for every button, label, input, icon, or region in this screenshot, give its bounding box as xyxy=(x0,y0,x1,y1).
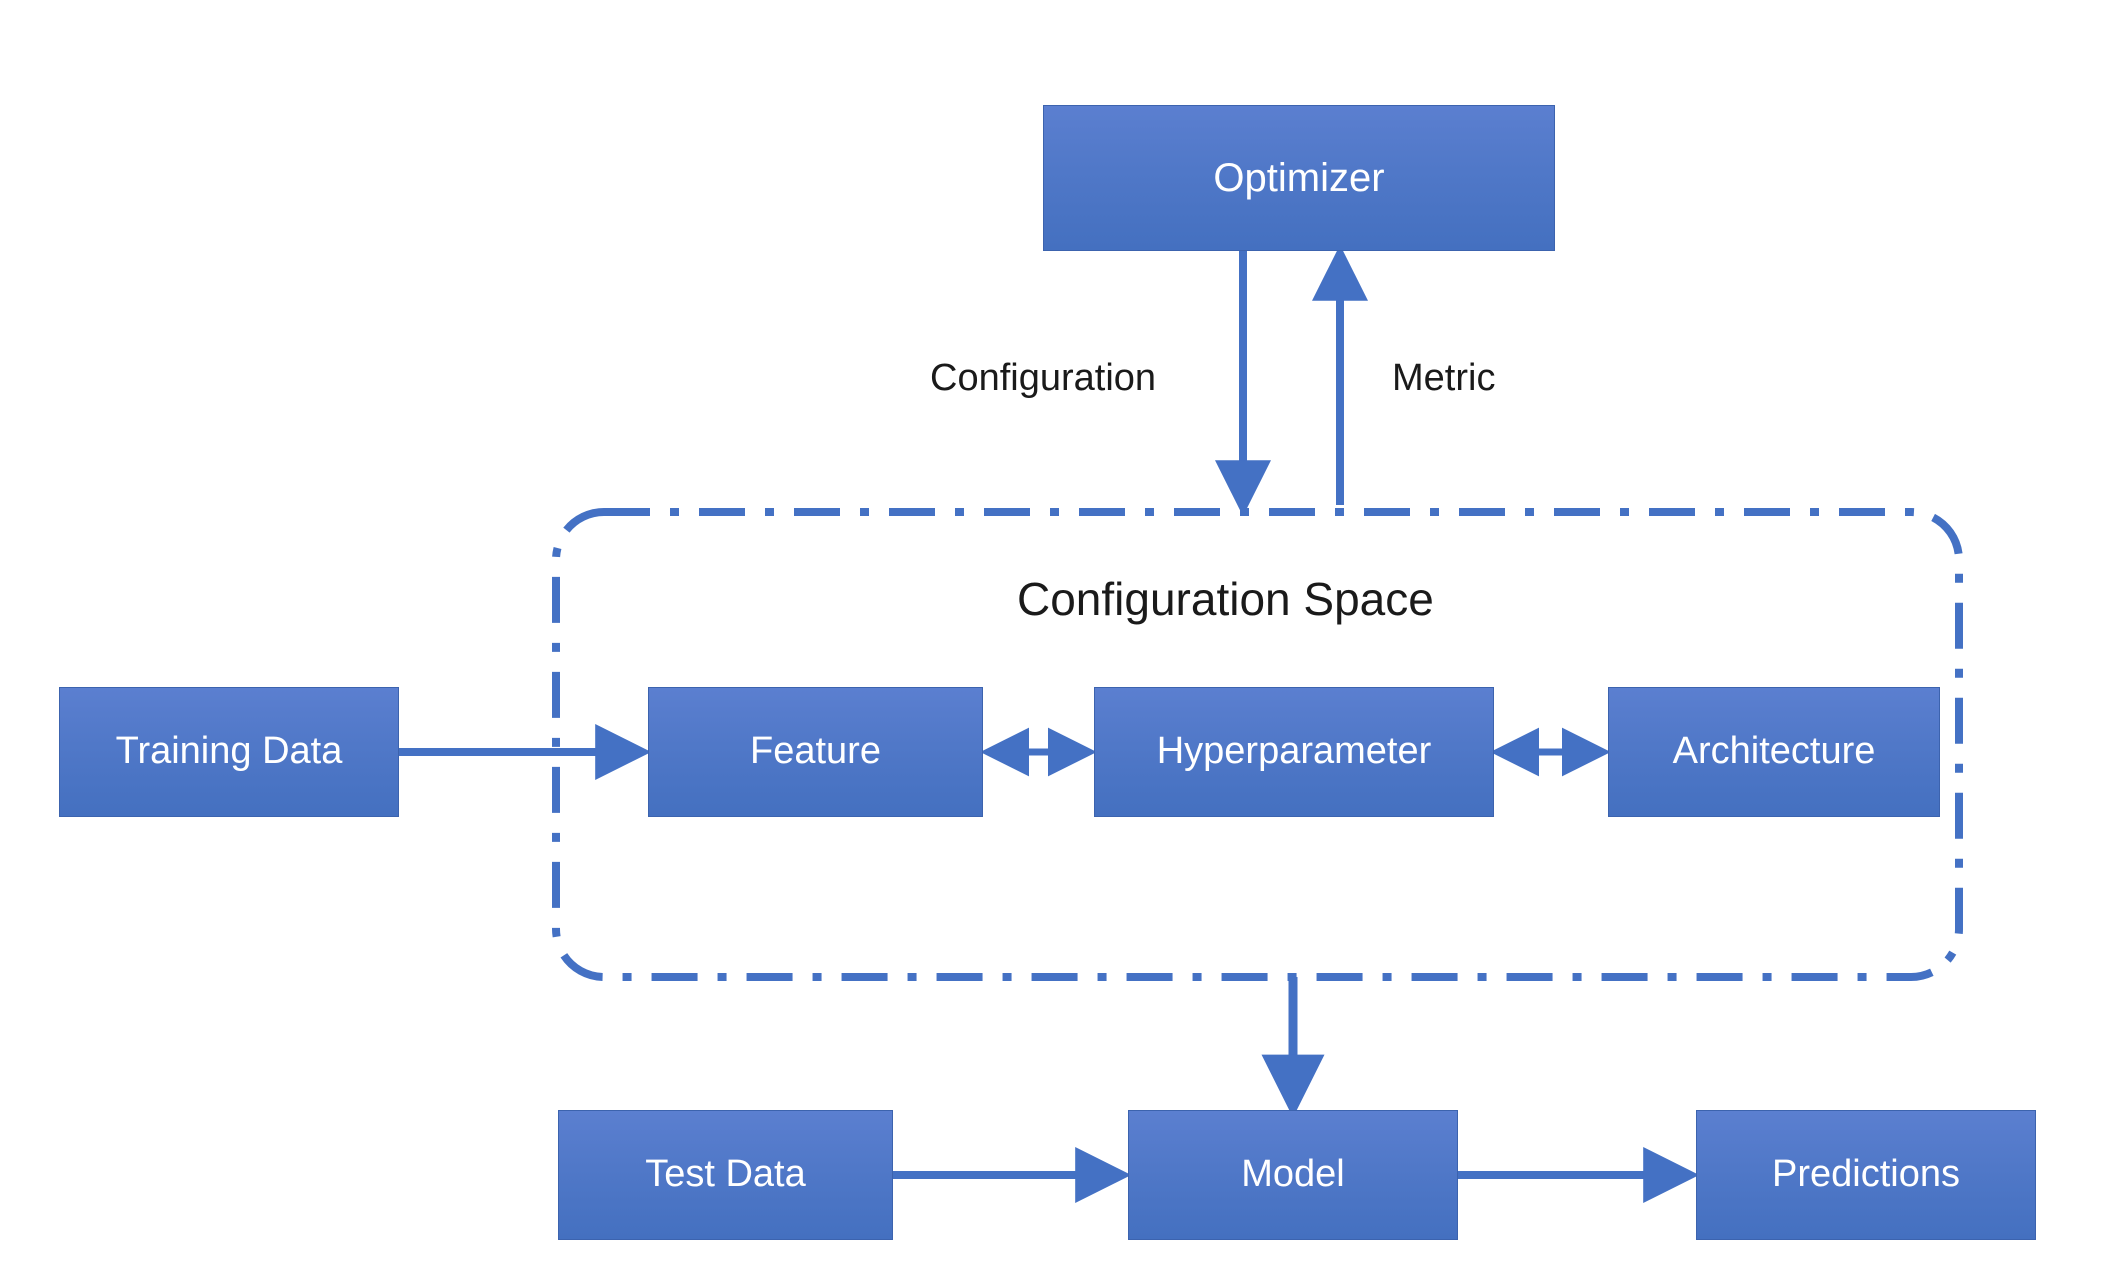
node-test-data-label: Test Data xyxy=(645,1153,806,1196)
node-predictions[interactable]: Predictions xyxy=(1696,1110,2036,1240)
node-optimizer[interactable]: Optimizer xyxy=(1043,105,1555,251)
node-architecture[interactable]: Architecture xyxy=(1608,687,1940,817)
edge-label-configuration: Configuration xyxy=(930,357,1157,399)
node-hyperparameter-label: Hyperparameter xyxy=(1156,730,1432,773)
edge-label-metric: Metric xyxy=(1392,357,1496,399)
node-training-data[interactable]: Training Data xyxy=(59,687,399,817)
node-feature[interactable]: Feature xyxy=(648,687,983,817)
node-model[interactable]: Model xyxy=(1128,1110,1458,1240)
node-feature-label: Feature xyxy=(750,730,881,773)
configuration-space-title: Configuration Space xyxy=(1017,573,1434,625)
node-test-data[interactable]: Test Data xyxy=(558,1110,893,1240)
node-architecture-label: Architecture xyxy=(1672,730,1876,773)
node-hyperparameter[interactable]: Hyperparameter xyxy=(1094,687,1494,817)
node-model-label: Model xyxy=(1241,1153,1345,1196)
node-training-data-label: Training Data xyxy=(115,730,343,773)
node-optimizer-label: Optimizer xyxy=(1213,156,1385,200)
node-predictions-label: Predictions xyxy=(1772,1153,1960,1196)
